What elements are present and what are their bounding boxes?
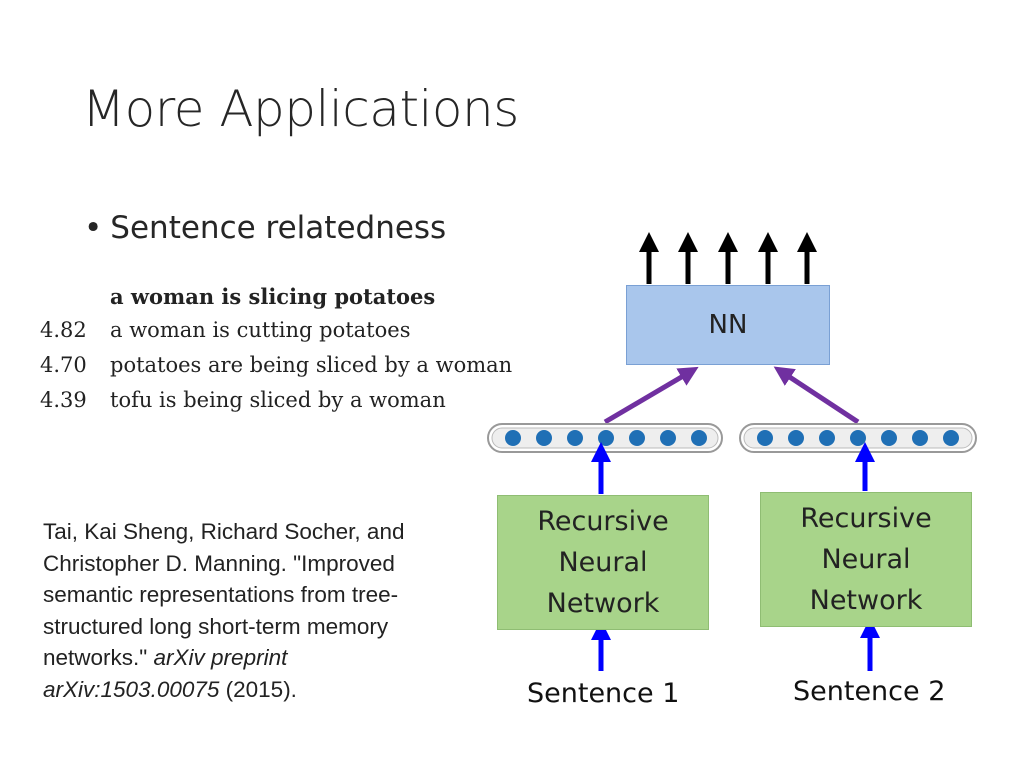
example-row: 4.70 potatoes are being sliced by a woman (40, 353, 512, 377)
vector-node (660, 430, 676, 446)
citation-venue: arXiv preprint arXiv:1503.00075 (43, 645, 288, 702)
rnn-box-right: Recursive Neural Network (760, 492, 972, 627)
citation: Tai, Kai Sheng, Richard Socher, and Chri… (43, 516, 463, 705)
citation-text: Tai, Kai Sheng, Richard Socher, and Chri… (43, 519, 405, 670)
example-sentence: a woman is cutting potatoes (110, 318, 411, 342)
rnn-label-line: Network (809, 585, 923, 616)
example-score: 4.70 (40, 353, 87, 377)
merge-arrow-right (773, 366, 860, 425)
vector-node (598, 430, 614, 446)
example-sentence: potatoes are being sliced by a woman (110, 353, 513, 377)
vector-node (691, 430, 707, 446)
bullet-item: •Sentence relatedness (84, 210, 446, 246)
vector-right (739, 423, 977, 453)
citation-year: (2015). (219, 676, 297, 702)
rnn-label: Recursive Neural Network (800, 498, 931, 621)
rnn-label-line: Recursive (800, 503, 932, 534)
vector-left (487, 423, 723, 453)
vector-node (567, 430, 583, 446)
example-row: 4.82 a woman is cutting potatoes (40, 318, 410, 342)
rnn-label-line: Network (546, 588, 660, 619)
vector-node (943, 430, 959, 446)
rnn-label-line: Neural (558, 547, 648, 578)
merge-arrow-left (603, 366, 699, 425)
bullet-dot: • (84, 210, 103, 246)
sentence-2-label: Sentence 2 (793, 676, 946, 707)
slide-title: More Applications (82, 80, 519, 138)
vector-node (850, 430, 866, 446)
vector-node (505, 430, 521, 446)
rnn-label-line: Neural (821, 544, 911, 575)
example-score: 4.82 (40, 318, 87, 342)
vector-node (788, 430, 804, 446)
vector-node (881, 430, 897, 446)
example-sentence: tofu is being sliced by a woman (110, 388, 446, 412)
bullet-text: Sentence relatedness (110, 210, 447, 246)
vector-node (912, 430, 928, 446)
rnn-label: Recursive Neural Network (537, 501, 668, 624)
vector-node (629, 430, 645, 446)
rnn-label-line: Recursive (537, 506, 669, 537)
vector-node (819, 430, 835, 446)
example-reference-sentence: a woman is slicing potatoes (110, 284, 436, 309)
vector-node (536, 430, 552, 446)
example-row: 4.39 tofu is being sliced by a woman (40, 388, 446, 412)
nn-label: NN (708, 310, 748, 340)
rnn-box-left: Recursive Neural Network (497, 495, 709, 630)
vector-node (757, 430, 773, 446)
example-score: 4.39 (40, 388, 87, 412)
sentence-1-label: Sentence 1 (527, 678, 680, 709)
output-arrows (639, 232, 817, 284)
nn-box: NN (626, 285, 830, 365)
